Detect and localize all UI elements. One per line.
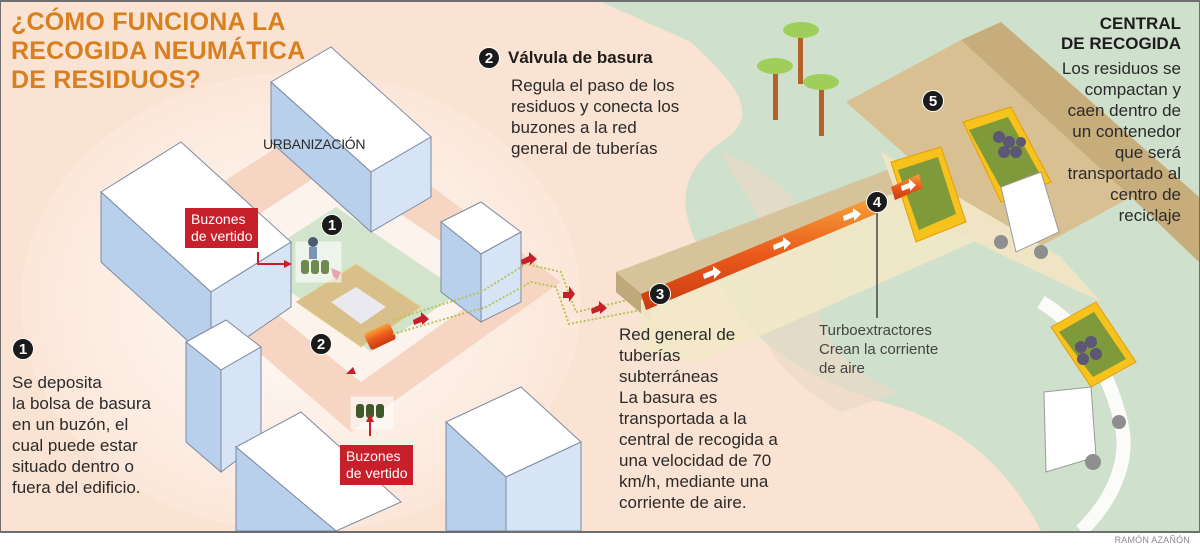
map-badge-1: 1 xyxy=(321,214,343,236)
step-3-line: tuberías xyxy=(619,346,681,365)
step-3-line: transportada a la xyxy=(619,409,747,428)
truck-departing xyxy=(1043,301,1137,473)
step-2-line: residuos y conecta los xyxy=(511,97,680,116)
step-5-text: Los residuos se compactan y caen dentro … xyxy=(1061,58,1181,226)
step-5-line: Los residuos se xyxy=(1061,59,1181,78)
step-5-line: que será xyxy=(1114,143,1181,162)
step-3-line: La basura es xyxy=(619,388,718,407)
buzones-bottom-line-2: de vertido xyxy=(346,465,408,481)
buzones-label-top: Buzones de vertido xyxy=(185,208,259,248)
step-5-heading-line: CENTRAL xyxy=(1099,14,1181,33)
step-1-text: Se deposita la bolsa de basura en un buz… xyxy=(12,372,151,498)
map-badge-3: 3 xyxy=(649,283,671,305)
infographic-frame: ¿CÓMO FUNCIONA LA RECOGIDA NEUMÁTICA DE … xyxy=(0,0,1200,533)
step-1-line: Se deposita xyxy=(12,373,102,392)
step-1-line: fuera del edificio. xyxy=(12,478,141,497)
step-3-description: Red general de tuberías subterráneas La … xyxy=(619,324,778,513)
map-badge-5: 5 xyxy=(922,90,944,112)
step-5-heading: CENTRAL DE RECOGIDA xyxy=(1061,14,1181,54)
step-5-line: centro de xyxy=(1110,185,1181,204)
underground-pipe-path xyxy=(392,262,642,335)
step-2-badge: 2 xyxy=(478,47,500,69)
step-4-line: Crean la corriente xyxy=(819,341,939,358)
step-1-description: 1 Se deposita la bolsa de basura en un b… xyxy=(12,338,151,498)
main-pipe xyxy=(641,198,876,310)
step-3-line: subterráneas xyxy=(619,367,719,386)
step-1-line: cual puede estar xyxy=(12,436,138,455)
buzones-top-line-1: Buzones xyxy=(191,211,246,227)
step-2-heading: 2 Válvula de basura xyxy=(478,47,679,69)
step-3-line: una velocidad de 70 xyxy=(619,451,772,470)
step-2-line: buzones a la red xyxy=(511,118,637,137)
step-3-line: km/h, mediante una xyxy=(619,472,769,491)
step-5-line: compactan y xyxy=(1084,80,1181,99)
map-badge-4: 4 xyxy=(866,191,888,213)
step-4-line: de aire xyxy=(819,360,865,377)
step-5-line: un contenedor xyxy=(1072,122,1181,141)
step-1-badge: 1 xyxy=(12,338,34,360)
step-5-description: CENTRAL DE RECOGIDA Los residuos se comp… xyxy=(1061,14,1181,226)
step-1-line: en un buzón, el xyxy=(12,415,129,434)
buzones-label-bottom: Buzones de vertido xyxy=(340,445,414,485)
step-2-text: Regula el paso de los residuos y conecta… xyxy=(511,75,679,159)
step-3-line: corriente de aire. xyxy=(619,493,747,512)
step-5-line: transportado al xyxy=(1067,164,1181,183)
step-3-line: central de recogida a xyxy=(619,430,778,449)
buzones-bottom-line-1: Buzones xyxy=(346,448,401,464)
title-line-1: ¿CÓMO FUNCIONA LA xyxy=(11,8,286,36)
step-4-line: Turboextractores xyxy=(819,322,932,339)
step-1-line: situado dentro o xyxy=(12,457,134,476)
mailboxes xyxy=(295,237,394,430)
map-badge-2: 2 xyxy=(310,333,332,355)
step-2-description: 2 Válvula de basura Regula el paso de lo… xyxy=(478,47,679,159)
urbanizacion-label: URBANIZACIÓN xyxy=(263,136,366,152)
infographic-title: ¿CÓMO FUNCIONA LA RECOGIDA NEUMÁTICA DE … xyxy=(11,8,305,95)
containers xyxy=(890,106,1060,259)
step-5-heading-line: DE RECOGIDA xyxy=(1061,34,1181,53)
author-credit: RAMÓN AZAÑÓN xyxy=(1114,535,1190,545)
palm-trees xyxy=(757,22,839,136)
step-5-line: caen dentro de xyxy=(1067,101,1181,120)
buzones-top-line-2: de vertido xyxy=(191,228,253,244)
step-2-heading-text: Válvula de basura xyxy=(508,48,653,67)
step-1-line: la bolsa de basura xyxy=(12,394,151,413)
title-line-3: DE RESIDUOS? xyxy=(11,66,201,94)
step-2-line: general de tuberías xyxy=(511,139,658,158)
step-4-description: Turboextractores Crean la corriente de a… xyxy=(819,321,938,378)
step-3-line: Red general de xyxy=(619,325,736,344)
step-2-line: Regula el paso de los xyxy=(511,76,675,95)
title-line-2: RECOGIDA NEUMÁTICA xyxy=(11,37,306,65)
step-5-line: reciclaje xyxy=(1118,206,1181,225)
